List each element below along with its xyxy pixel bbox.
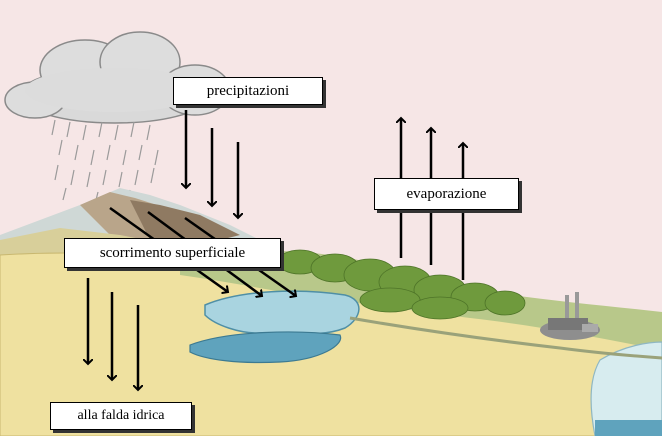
sea — [590, 341, 662, 436]
groundwater-arrows — [88, 278, 138, 390]
precipitation-label: precipitazioni — [173, 77, 323, 105]
sea-bottom — [595, 420, 662, 436]
road — [349, 316, 662, 360]
river — [189, 331, 342, 364]
power-plant — [540, 292, 600, 340]
evaporation-label: evaporazione — [374, 178, 519, 210]
lake — [204, 290, 360, 335]
forest — [277, 249, 526, 320]
precipitation-arrows — [186, 110, 238, 218]
groundwater-label: alla falda idrica — [50, 402, 192, 430]
rain-streaks — [51, 119, 159, 205]
surface-runoff-label: scorrimento superficiale — [64, 238, 281, 268]
